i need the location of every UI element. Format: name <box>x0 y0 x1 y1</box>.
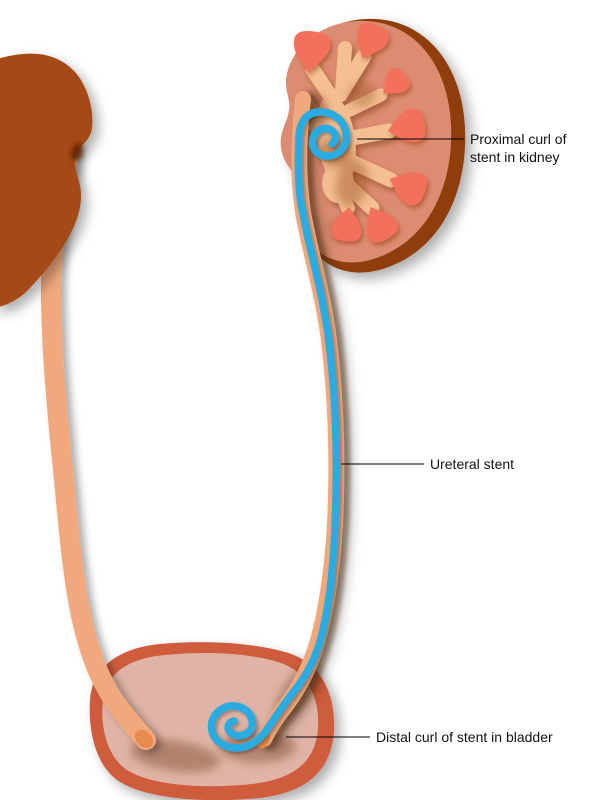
left-kidney-body <box>0 53 93 307</box>
calyx-branch-2 <box>332 48 372 103</box>
left-kidney-hilum-shadow <box>71 143 83 161</box>
left-ureter <box>40 140 156 750</box>
annotations: Proximal curl of stent in kidney Uretera… <box>286 131 567 745</box>
left-kidney <box>0 53 93 307</box>
sinus-shadow <box>335 159 369 207</box>
label-distal-curl: Distal curl of stent in bladder <box>376 729 553 745</box>
label-proximal-curl-line1: Proximal curl of <box>470 131 567 147</box>
calyx-branch-1 <box>305 62 341 108</box>
label-ureteral-stent: Ureteral stent <box>430 456 514 472</box>
bladder-shadow-left <box>130 739 220 773</box>
calyx-branch-4 <box>344 123 397 146</box>
sinus-shadow <box>348 83 376 107</box>
left-ureter-tip <box>134 729 154 749</box>
label-proximal-curl-line2: stent in kidney <box>470 149 560 165</box>
right-kidney <box>280 18 466 273</box>
stent-curve <box>207 108 350 752</box>
ureteral-stent <box>207 108 350 752</box>
left-ureter-tube <box>40 140 156 750</box>
